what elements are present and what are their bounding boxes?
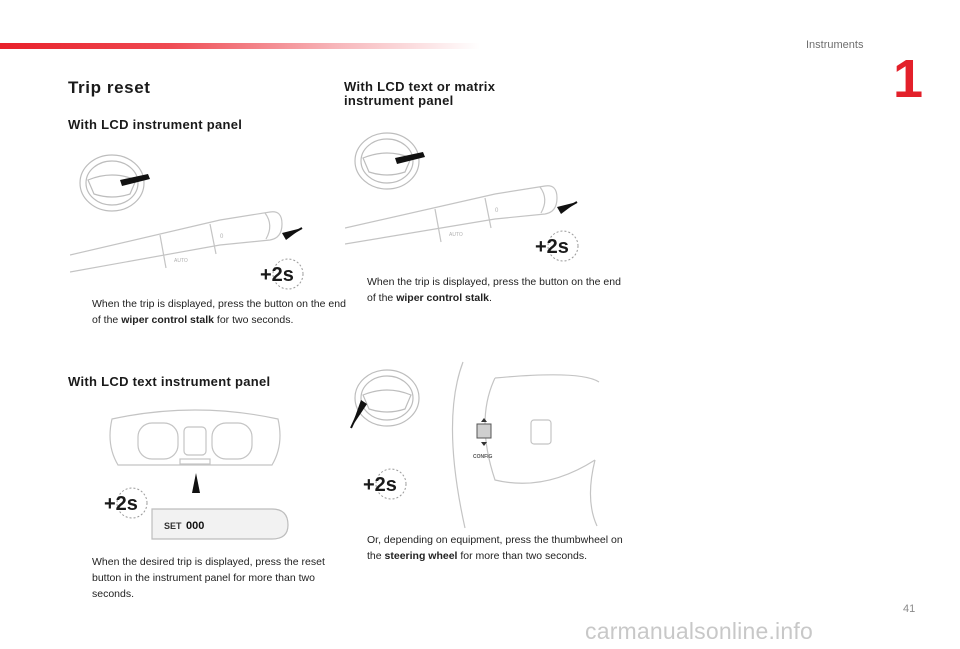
wiper-stalk-illustration-lcd: 0 AUTO +2s bbox=[70, 154, 304, 290]
section-label: Instruments bbox=[806, 39, 864, 51]
wiper-stalk-icon bbox=[345, 185, 558, 245]
wiper-stalk-icon bbox=[70, 211, 283, 273]
watermark: carmanualsonline.info bbox=[585, 618, 813, 644]
instrument-panel-illustration: +2s SET 000 bbox=[104, 409, 289, 540]
chapter-number: 1 bbox=[893, 49, 924, 109]
stalk-pointer-icon bbox=[395, 152, 425, 164]
instrument-cluster-icon bbox=[109, 409, 281, 466]
steering-wheel-icon bbox=[354, 132, 420, 190]
header-accent-bar bbox=[0, 43, 480, 49]
svg-text:+2s: +2s bbox=[363, 474, 397, 496]
stalk-zero-label: 0 bbox=[220, 234, 224, 240]
step-lcd-panel: When the trip is displayed, press the bu… bbox=[92, 298, 346, 326]
stalk-pointer-icon bbox=[120, 174, 150, 186]
chevron-up-icon bbox=[481, 418, 487, 422]
svg-text:+2s: +2s bbox=[104, 493, 138, 515]
set-button-label: SET bbox=[164, 521, 182, 531]
hold-2s-badge: +2s bbox=[363, 468, 407, 500]
step-steering-wheel: Or, depending on equipment, press the th… bbox=[367, 534, 623, 562]
press-arrow-icon bbox=[192, 473, 200, 493]
wiper-stalk-illustration-matrix: 0 AUTO +2s bbox=[345, 132, 579, 262]
config-label: CONFIG bbox=[473, 454, 493, 460]
hold-2s-badge: +2s bbox=[535, 230, 579, 262]
heading-lcd-matrix-panel: With LCD text or matrix instrument panel bbox=[344, 79, 496, 108]
set-button-value: 000 bbox=[186, 520, 204, 532]
page-title: Trip reset bbox=[68, 78, 151, 97]
steering-wheel-icon bbox=[79, 154, 145, 212]
page-number: 41 bbox=[903, 603, 916, 615]
hold-2s-badge: +2s bbox=[260, 258, 304, 290]
stalk-auto-label: AUTO bbox=[174, 258, 188, 264]
heading-lcd-text-panel: With LCD text instrument panel bbox=[68, 374, 271, 389]
wheel-closeup-icon bbox=[451, 361, 600, 529]
steering-wheel-illustration: CONFIG +2s bbox=[350, 361, 600, 529]
step-lcd-matrix-panel: When the trip is displayed, press the bu… bbox=[367, 276, 621, 304]
stalk-zero-label: 0 bbox=[495, 208, 499, 214]
step-lcd-text-panel: When the desired trip is displayed, pres… bbox=[92, 556, 325, 600]
hold-2s-badge: +2s bbox=[104, 487, 148, 519]
thumbwheel-button bbox=[476, 423, 492, 439]
set-reset-button: SET 000 bbox=[151, 508, 289, 540]
svg-text:+2s: +2s bbox=[260, 264, 294, 286]
stalk-auto-label: AUTO bbox=[449, 232, 463, 238]
svg-text:+2s: +2s bbox=[535, 236, 569, 258]
chevron-down-icon bbox=[481, 442, 487, 446]
steering-wheel-icon bbox=[354, 369, 420, 427]
heading-lcd-panel: With LCD instrument panel bbox=[68, 117, 243, 132]
